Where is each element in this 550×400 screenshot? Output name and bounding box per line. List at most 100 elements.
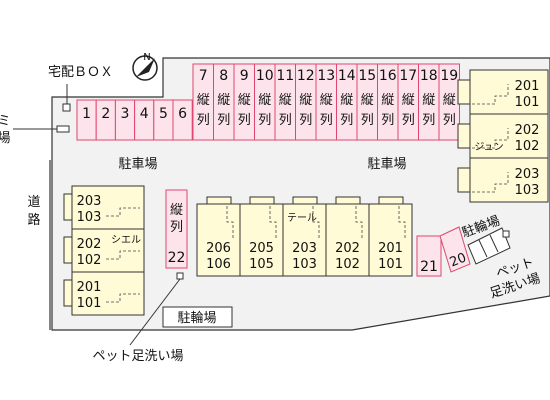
parking-space-9-number: 9 bbox=[240, 68, 249, 84]
bicycle-parking-bottom-box bbox=[162, 306, 233, 328]
parking-space-9: 9縦列 bbox=[233, 63, 255, 141]
june-building-name: ジュン bbox=[474, 142, 503, 153]
parking-space-11-number: 11 bbox=[276, 68, 294, 84]
parking-space-11-text-1: 縦 bbox=[279, 93, 292, 108]
parking-space-12-text-2: 列 bbox=[299, 113, 312, 128]
parking-space-17-text-2: 列 bbox=[402, 113, 415, 128]
parking-space-13: 13 縦列 bbox=[315, 63, 337, 141]
tail-room-106: 106 bbox=[206, 257, 231, 272]
parking-space-10-text-1: 縦 bbox=[258, 93, 271, 108]
parking-space-8: 8 縦列 bbox=[213, 63, 235, 141]
parking-space-11-text-2: 列 bbox=[279, 113, 292, 128]
parking-space-18-number: 18 bbox=[420, 68, 438, 84]
parking-space-5-number: 5 bbox=[159, 106, 168, 122]
parking-space-19-text-1: 縦 bbox=[443, 93, 456, 108]
parking-space-20: 20 bbox=[439, 226, 471, 273]
parking-space-22-text-2: 列 bbox=[170, 220, 183, 235]
ciel-room-102: 102 bbox=[77, 253, 102, 268]
pet-wash-marker-right bbox=[502, 230, 510, 238]
ciel-room-103: 103 bbox=[77, 210, 102, 225]
june-room-201: 201 bbox=[515, 79, 540, 94]
parking-space-14-text-2: 列 bbox=[340, 113, 353, 128]
parking-space-8-text-2: 列 bbox=[217, 113, 230, 128]
parking-space-16-text-1: 縦 bbox=[381, 93, 394, 108]
edge-label-1: ミ bbox=[0, 114, 11, 129]
parking-space-4: 4 bbox=[134, 99, 155, 141]
parking-space-9-text-1: 縦 bbox=[238, 93, 251, 108]
parking-space-4-number: 4 bbox=[140, 106, 149, 122]
parking-space-7-number: 7 bbox=[199, 68, 208, 84]
parking-tandem-row: 7縦列8縦列9縦列10縦列11縦列12縦列13縦列14縦列15縦列16縦列17縦… bbox=[192, 63, 460, 141]
parking-space-13-number: 13 bbox=[317, 68, 335, 84]
parking-right-label: 駐車場 bbox=[367, 157, 406, 172]
june-room-102: 102 bbox=[515, 139, 540, 154]
parking-space-18-text-2: 列 bbox=[422, 113, 435, 128]
parking-space-22-number: 22 bbox=[168, 250, 186, 266]
parking-space-12-number: 12 bbox=[297, 68, 315, 84]
parking-space-6: 6 bbox=[172, 99, 193, 141]
tail-room-205: 205 bbox=[249, 241, 274, 256]
june-room-202: 202 bbox=[515, 123, 540, 138]
parking-space-15-number: 15 bbox=[358, 68, 376, 84]
ciel-building-name: シエル bbox=[111, 235, 141, 246]
parking-space-13-text-1: 縦 bbox=[320, 93, 333, 108]
parking-space-13-text-2: 列 bbox=[320, 113, 333, 128]
tail-room-201: 201 bbox=[378, 241, 403, 256]
tail-room-202: 202 bbox=[335, 241, 360, 256]
parking-space-11: 11 縦列 bbox=[274, 63, 296, 141]
parking-left-label: 駐車場 bbox=[118, 157, 157, 172]
parking-space-7-text-1: 縦 bbox=[197, 93, 210, 108]
parking-space-8-number: 8 bbox=[219, 68, 228, 84]
june-room-203: 203 bbox=[515, 167, 540, 182]
parking-space-17-text-1: 縦 bbox=[402, 93, 415, 108]
parking-space-15-text-1: 縦 bbox=[361, 93, 374, 108]
tail-building-name: テール bbox=[287, 213, 317, 224]
parking-space-2-number: 2 bbox=[101, 106, 110, 122]
parking-space-1: 1 bbox=[76, 99, 97, 141]
pet-wash-bottom-label: ペット足洗い場 bbox=[92, 349, 183, 364]
takuhai-box-marker bbox=[62, 103, 71, 112]
parking-space-7: 7 縦列 bbox=[192, 63, 214, 141]
parking-space-20-number: 20 bbox=[448, 250, 469, 270]
bicycle-parking-right bbox=[467, 227, 511, 265]
parking-space-14-text-1: 縦 bbox=[340, 93, 353, 108]
tail-room-105: 105 bbox=[249, 257, 274, 272]
parking-space-16-number: 16 bbox=[379, 68, 397, 84]
parking-space-22: 縦 列 22 bbox=[165, 189, 188, 269]
parking-space-21: 21 bbox=[416, 235, 442, 277]
ciel-room-201: 201 bbox=[77, 280, 102, 295]
tail-room-103: 103 bbox=[292, 257, 317, 272]
parking-space-8-text-1: 縦 bbox=[217, 93, 230, 108]
takuhai-box-label: 宅配ＢＯＸ bbox=[48, 65, 113, 80]
pet-wash-marker-bottom bbox=[176, 272, 184, 280]
ciel-room-202: 202 bbox=[77, 237, 102, 252]
parking-space-7-text-2: 列 bbox=[197, 113, 210, 128]
parking-space-3: 3 bbox=[114, 99, 136, 141]
pet-wash-leader-bottom bbox=[129, 278, 181, 346]
parking-space-6-number: 6 bbox=[178, 106, 187, 122]
road-label-1: 道 bbox=[27, 195, 40, 210]
parking-space-19-text-2: 列 bbox=[443, 113, 456, 128]
tail-room-203: 203 bbox=[292, 241, 317, 256]
